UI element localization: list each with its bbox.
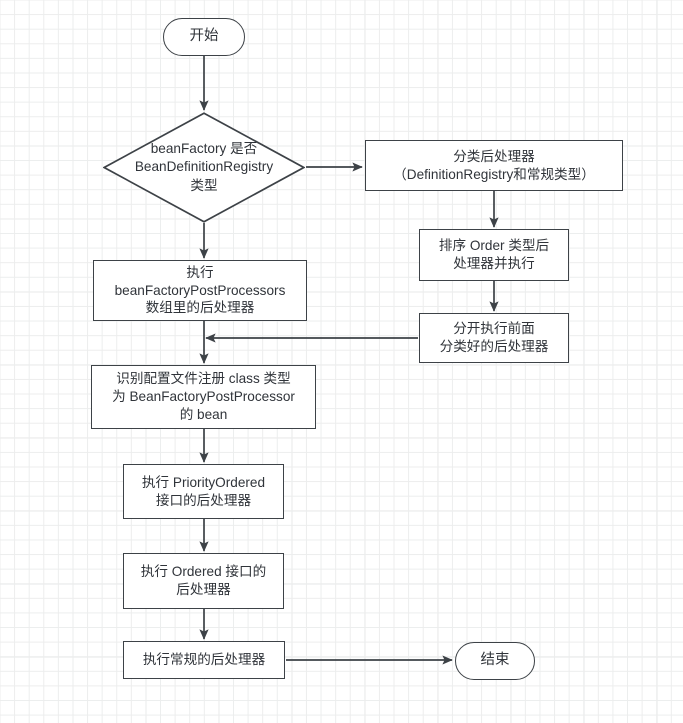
node-exec-array[interactable]: 执行 beanFactoryPostProcessors 数组里的后处理器: [93, 260, 307, 321]
node-decision-registry[interactable]: beanFactory 是否 BeanDefinitionRegistry 类型: [103, 112, 305, 223]
node-end[interactable]: 结束: [455, 642, 535, 680]
node-split-exec[interactable]: 分开执行前面 分类好的后处理器: [419, 313, 569, 363]
node-start[interactable]: 开始: [163, 18, 245, 56]
node-ordered[interactable]: 执行 Ordered 接口的 后处理器: [123, 553, 284, 609]
node-start-label: 开始: [189, 28, 219, 45]
node-split-exec-label: 分开执行前面 分类好的后处理器: [439, 321, 549, 354]
node-identify-beans[interactable]: 识别配置文件注册 class 类型 为 BeanFactoryPostProce…: [91, 365, 316, 429]
node-identify-beans-label: 识别配置文件注册 class 类型 为 BeanFactoryPostProce…: [112, 371, 295, 422]
node-exec-array-label: 执行 beanFactoryPostProcessors 数组里的后处理器: [114, 264, 286, 316]
node-priority-ordered[interactable]: 执行 PriorityOrdered 接口的后处理器: [123, 464, 284, 519]
node-end-label: 结束: [480, 652, 510, 669]
diamond-shape: [103, 112, 305, 223]
node-classify[interactable]: 分类后处理器 （DefinitionRegistry和常规类型）: [365, 140, 623, 191]
node-regular[interactable]: 执行常规的后处理器: [123, 641, 285, 679]
node-classify-label: 分类后处理器 （DefinitionRegistry和常规类型）: [393, 148, 595, 182]
node-regular-label: 执行常规的后处理器: [142, 652, 266, 668]
node-ordered-label: 执行 Ordered 接口的 后处理器: [140, 564, 267, 597]
node-sort-order[interactable]: 排序 Order 类型后 处理器并执行: [419, 229, 569, 281]
node-decision-registry-label: beanFactory 是否 BeanDefinitionRegistry 类型: [134, 141, 274, 193]
node-sort-order-label: 排序 Order 类型后 处理器并执行: [438, 238, 550, 271]
node-priority-ordered-label: 执行 PriorityOrdered 接口的后处理器: [141, 474, 266, 508]
